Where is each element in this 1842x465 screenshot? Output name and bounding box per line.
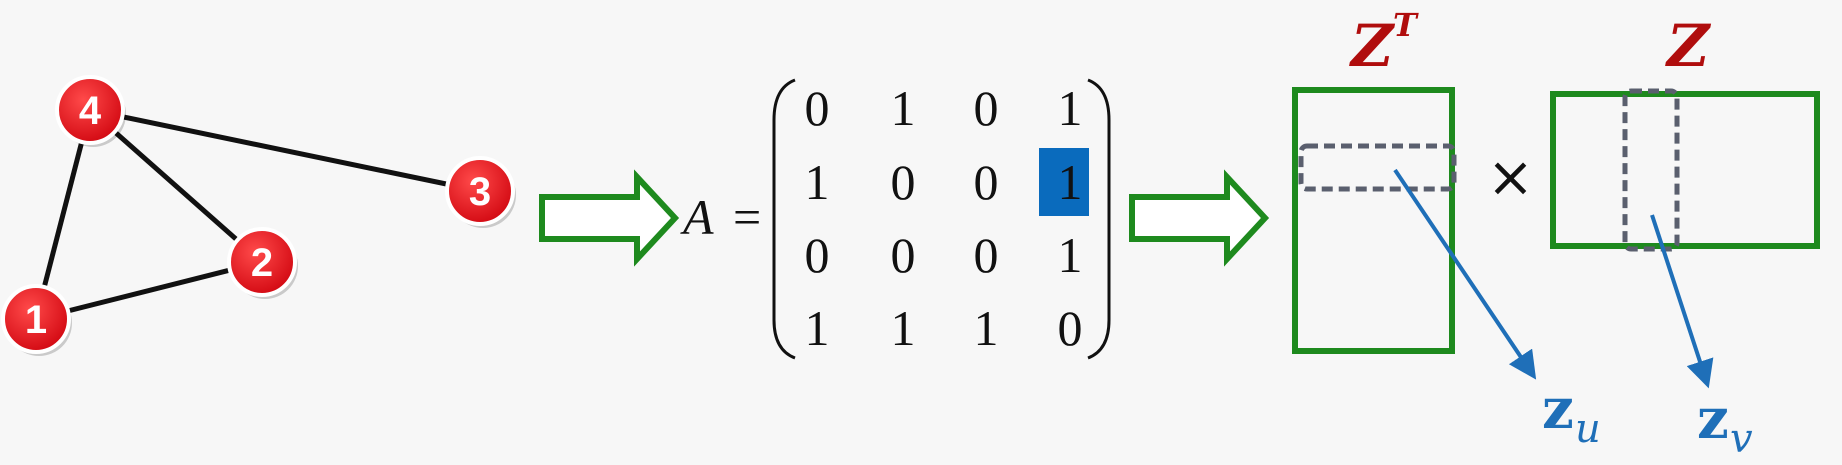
node-label: 2 [251, 241, 273, 285]
z-label: Z [1665, 12, 1712, 80]
edge-4-1 [33, 109, 93, 320]
zu-pointer-arrow [1393, 168, 1537, 380]
multiplication-sign: × [1487, 145, 1534, 210]
zu-label: z [1542, 376, 1574, 442]
matrix-right-bracket [1087, 78, 1111, 360]
matrix-cell-r2-c1: 1 [805, 154, 830, 210]
node-label: 3 [469, 170, 491, 214]
matrix-cell-r3-c4: 1 [1058, 227, 1083, 283]
matrix-cell-r2-c4: 1 [1058, 154, 1083, 210]
z-matrix-frame [1550, 91, 1820, 249]
matrix-cell-r3-c3: 0 [974, 227, 999, 283]
matrix-cell-r4-c4: 0 [1058, 300, 1083, 356]
zt-label: Z [1349, 12, 1396, 80]
matrix-cell-r1-c4: 1 [1058, 80, 1083, 136]
node-circle [1, 284, 71, 354]
zv-label: z [1697, 386, 1729, 452]
node-label: 1 [25, 298, 47, 342]
edge-1-2 [35, 259, 263, 322]
matrix-variable: A [680, 189, 714, 245]
matrix-cell-r3-c1: 0 [805, 227, 830, 283]
matrix-equals-sign: = [733, 189, 761, 245]
matrix-left-bracket [772, 78, 796, 360]
node-1: 1 [1, 284, 72, 356]
node-4: 4 [55, 75, 126, 147]
node-circle [227, 227, 297, 297]
zu-subscript: u [1575, 406, 1601, 452]
graph-edges [33, 107, 481, 322]
edge-4-2 [88, 108, 264, 264]
matrix-cell-r4-c2: 1 [891, 300, 916, 356]
matrix-cell-r2-c3: 0 [974, 154, 999, 210]
transform-arrow-matrix-to-embedding [1129, 169, 1270, 267]
node-2: 2 [227, 227, 298, 299]
embedding-z: Z [1550, 12, 1820, 252]
adjacency-matrix: A = 0 1 0 1 1 0 0 1 0 0 0 1 1 1 1 0 [680, 78, 1111, 360]
highlighted-cell [1039, 148, 1089, 216]
node-circle [55, 75, 125, 145]
matrix-cell-r1-c2: 1 [891, 80, 916, 136]
transform-arrow-graph-to-matrix [539, 169, 680, 267]
graph: 4 3 2 1 [1, 75, 516, 356]
zt-row-selection [1298, 143, 1457, 192]
embedding-zt: Z T [1292, 6, 1457, 354]
matrix-cell-r4-c1: 1 [805, 300, 830, 356]
z-column-selection [1622, 88, 1680, 252]
matrix-cell-r4-c3: 1 [974, 300, 999, 356]
matrix-cells: 0 1 0 1 1 0 0 1 0 0 0 1 1 1 1 0 [805, 80, 1083, 356]
node-label: 4 [79, 89, 102, 133]
matrix-cell-r1-c1: 0 [805, 80, 830, 136]
node-circle [445, 156, 515, 226]
edge-4-3 [89, 107, 481, 194]
graph-nodes: 4 3 2 1 [1, 75, 516, 356]
zv-pointer-arrow [1650, 214, 1714, 389]
matrix-cell-r2-c2: 0 [891, 154, 916, 210]
zt-superscript: T [1393, 6, 1419, 44]
matrix-cell-r3-c2: 0 [891, 227, 916, 283]
node-3: 3 [445, 156, 516, 228]
zt-matrix-frame [1292, 87, 1455, 354]
zv-subscript: v [1730, 416, 1753, 462]
matrix-cell-r1-c3: 0 [974, 80, 999, 136]
